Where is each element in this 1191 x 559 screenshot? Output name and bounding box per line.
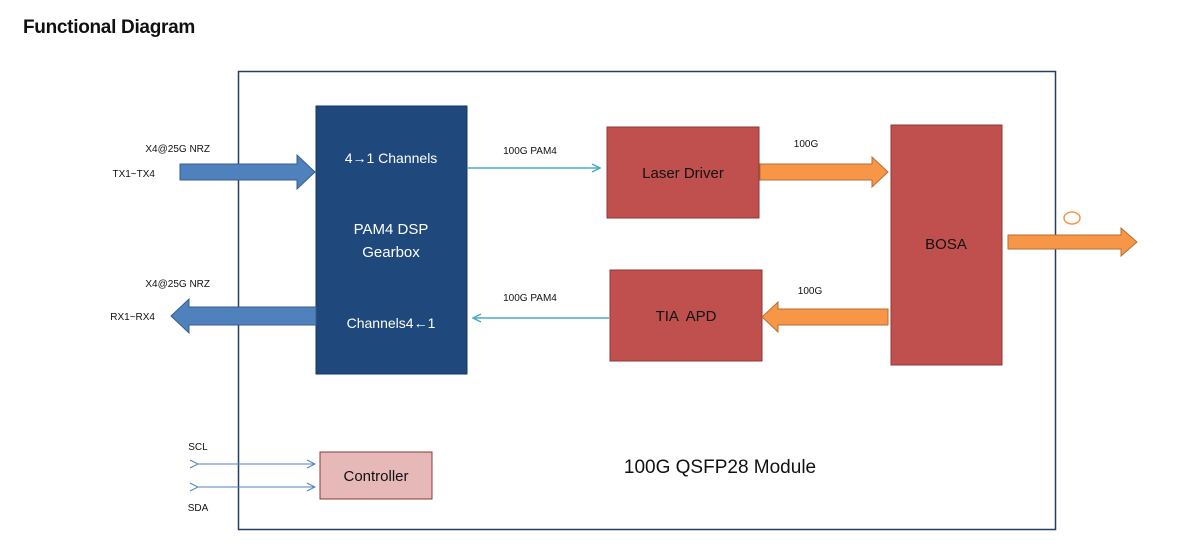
controller-block	[319, 451, 433, 500]
tia-apd-block	[609, 269, 763, 362]
dsp-gearbox-block	[315, 105, 468, 375]
rx-output-arrow	[170, 297, 317, 335]
scl-label: SCL	[188, 442, 208, 453]
dsp-name-line2: Gearbox	[362, 244, 420, 261]
module-label: 100G QSFP28 Module	[624, 457, 816, 478]
tia-apd-label: TIA APD	[656, 308, 717, 325]
tx-rate-label: X4@25G NRZ	[145, 144, 210, 155]
tx-input-arrow	[179, 153, 316, 191]
module-outline	[237, 70, 1057, 531]
rx-100g-label: 100G	[798, 286, 823, 297]
laser-driver-block	[606, 126, 760, 219]
bosa-label: BOSA	[925, 236, 967, 253]
laser-driver-label: Laser Driver	[642, 165, 724, 182]
rx-lanes-label: RX1~RX4	[110, 312, 155, 323]
dsp-rx-channels-label: Channels4←1	[347, 315, 436, 331]
tx-lanes-label: TX1~TX4	[112, 169, 155, 180]
dsp-name-line1: PAM4 DSP	[354, 221, 429, 238]
controller-label: Controller	[343, 468, 408, 485]
dsp-tx-channels-label: 4→1 Channels	[345, 150, 438, 166]
optical-output-arrow	[1007, 226, 1138, 258]
tx-pam4-label: 100G PAM4	[503, 146, 557, 157]
rx-100g-arrow	[761, 300, 889, 334]
optical-port-icon	[1063, 211, 1081, 225]
rx-rate-label: X4@25G NRZ	[145, 279, 210, 290]
sda-label: SDA	[188, 503, 209, 514]
page-title: Functional Diagram	[23, 17, 195, 38]
bosa-block	[890, 124, 1003, 366]
rx-pam4-label: 100G PAM4	[503, 293, 557, 304]
tx-100g-arrow	[759, 155, 889, 189]
tx-100g-label: 100G	[794, 139, 819, 150]
